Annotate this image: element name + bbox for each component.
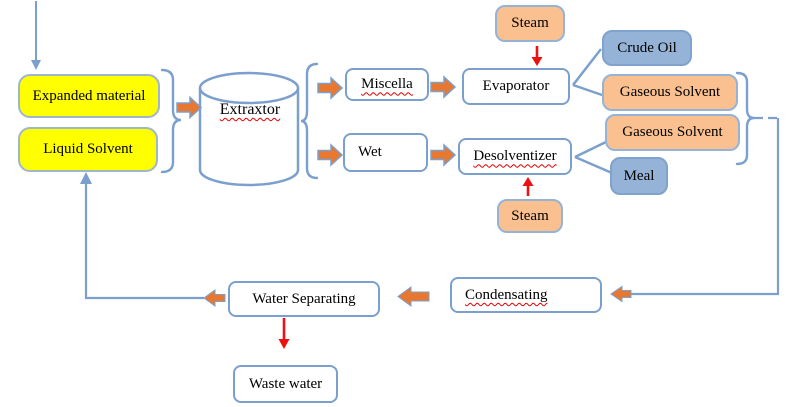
- evaporator-output-lines[interactable]: [572, 48, 606, 98]
- condenser-feed-line[interactable]: [610, 116, 780, 303]
- node-label: Waste water: [248, 375, 323, 392]
- flow-arrow-feed-to-extractor[interactable]: [176, 95, 203, 120]
- node-label: Expanded material: [32, 87, 146, 104]
- node-label: Liquid Solvent: [43, 141, 133, 158]
- node-water-separating[interactable]: Water Separating: [228, 281, 380, 317]
- steam-arrow-to-evaporator[interactable]: [531, 46, 543, 66]
- desolventizer-output-lines[interactable]: [574, 139, 613, 175]
- node-wet[interactable]: Wet: [343, 133, 428, 172]
- node-expanded-material[interactable]: Expanded material: [18, 74, 160, 118]
- flow-arrow-to-miscella[interactable]: [317, 76, 344, 100]
- solvent-return-line[interactable]: [80, 172, 226, 307]
- node-label: Crude Oil: [617, 39, 677, 56]
- node-gaseous-solvent-bottom[interactable]: Gaseous Solvent: [605, 114, 740, 151]
- brace-feed-group[interactable]: [160, 68, 182, 174]
- node-label: Steam: [511, 207, 549, 224]
- node-label: Condensating: [465, 286, 548, 303]
- extractor-label: Extraxtor: [202, 101, 298, 119]
- flow-arrow-to-desolventizer[interactable]: [430, 143, 457, 167]
- flow-arrow-to-evaporator[interactable]: [430, 75, 457, 99]
- node-miscella[interactable]: Miscella: [345, 68, 429, 101]
- node-label: Desolventizer: [473, 148, 557, 165]
- node-gaseous-solvent-top[interactable]: Gaseous Solvent: [602, 74, 738, 111]
- extractor-cylinder[interactable]: [198, 71, 300, 187]
- left-arrowhead-icon: [610, 285, 632, 303]
- node-desolventizer[interactable]: Desolventizer: [458, 138, 572, 175]
- waste-water-arrow[interactable]: [278, 318, 290, 349]
- node-label: Steam: [511, 15, 549, 32]
- brace-extractor-split[interactable]: [300, 62, 319, 180]
- node-waste-water[interactable]: Waste water: [233, 365, 338, 403]
- node-meal[interactable]: Meal: [610, 157, 668, 195]
- flow-arrow-to-wet[interactable]: [317, 143, 344, 167]
- node-label: Gaseous Solvent: [622, 124, 723, 141]
- flow-arrow-condensating-to-water-separating[interactable]: [397, 286, 430, 307]
- steam-arrow-to-desolventizer[interactable]: [522, 177, 534, 196]
- node-liquid-solvent[interactable]: Liquid Solvent: [18, 127, 158, 172]
- node-condensating[interactable]: Condensating: [450, 277, 602, 313]
- node-evaporator[interactable]: Evaporator: [462, 68, 570, 105]
- left-arrowhead-icon: [203, 289, 226, 307]
- node-label: Miscella: [361, 76, 413, 93]
- brace-gaseous-solvent-group[interactable]: [735, 71, 755, 166]
- node-label: Extraxtor: [219, 101, 281, 118]
- node-steam-top[interactable]: Steam: [495, 5, 565, 42]
- node-label: Water Separating: [252, 290, 356, 307]
- node-label: Gaseous Solvent: [619, 84, 721, 101]
- node-crude-oil[interactable]: Crude Oil: [602, 30, 692, 66]
- node-steam-bottom[interactable]: Steam: [497, 199, 563, 233]
- node-label: Evaporator: [482, 78, 550, 95]
- node-label: Wet: [358, 144, 382, 161]
- input-arrow[interactable]: [31, 1, 41, 70]
- node-label: Meal: [623, 167, 655, 184]
